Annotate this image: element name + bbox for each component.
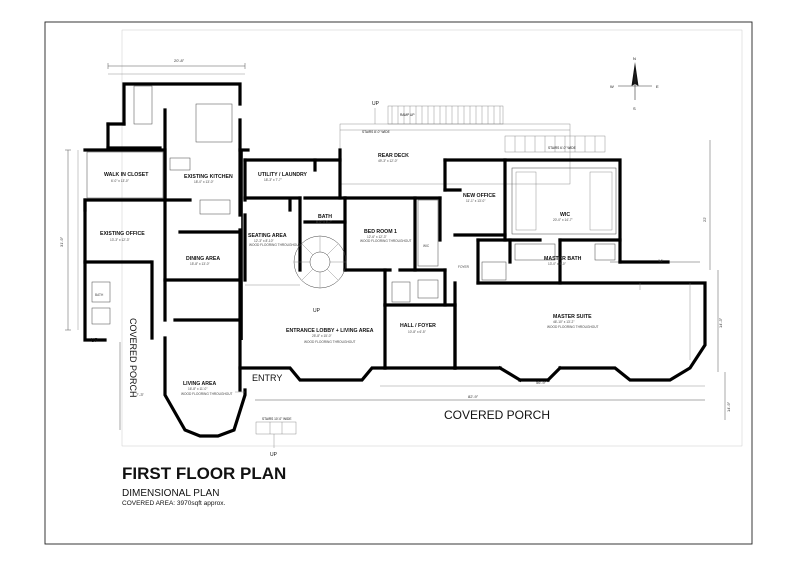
new-office-size: 11'-1" x 13'-0" <box>466 199 485 203</box>
covered-porch-side-label: COVERED PORCH <box>128 318 138 398</box>
bed-room-1-note: WOOD FLOORING THROUGHOUT <box>360 239 412 243</box>
stairs-right-label: STAIRS 6'-0" WIDE <box>548 146 576 150</box>
dining-area-size: 15'-8" x 13'-0" <box>190 262 210 266</box>
existing-kitchen-size: 18'-0" x 13'-0" <box>194 180 214 184</box>
dim-porch-side: 7'-3" <box>136 392 145 397</box>
bath-size: 8'-0" x 5'-7" <box>316 220 332 224</box>
sheet-border <box>44 21 753 545</box>
utility-laundry-label: UTILITY / LAUNDRY <box>258 172 308 178</box>
living-area-size: 16'-8" x 11'-0" <box>188 387 207 391</box>
master-suite-note: WOOD FLOORING THROUGHOUT <box>547 325 599 329</box>
compass-s: S <box>633 106 636 111</box>
covered-porch-main-label: COVERED PORCH <box>444 408 550 422</box>
walk-in-closet-label: WALK IN CLOSET <box>104 172 149 178</box>
master-suite-size: 46'-10" x 13'-2" <box>553 320 574 324</box>
bed-room-1-label: BED ROOM 1 <box>364 229 397 235</box>
interior-fixtures <box>86 85 691 393</box>
plan-area-note: COVERED AREA: 3970sqft approx. <box>122 500 226 507</box>
dim-overall-width: 82'-9" <box>468 394 479 399</box>
ramp-up-label: RAMP UP <box>400 113 414 117</box>
stairs-top-label: STAIRS 8'-0" WIDE <box>362 130 390 134</box>
dim-top-width: 20'-8" <box>174 58 185 63</box>
compass-w: W <box>610 84 614 89</box>
dim-porch-depth: 14'-9" <box>726 401 731 412</box>
bed-room-1-size: 12'-6" x 12'-3" <box>367 235 387 239</box>
utility-laundry-size: 18'-3" x 7'-7" <box>264 178 282 182</box>
dim-right-offset: 14' <box>658 258 663 263</box>
small-bath-label: BATH <box>95 293 104 297</box>
plan-title: FIRST FLOOR PLAN <box>122 464 286 483</box>
wic-size: 20'-0" x 14'-7" <box>553 218 573 222</box>
living-area-label: LIVING AREA <box>183 381 216 387</box>
up-left-label: UP <box>91 338 99 344</box>
dim-right-porch: 14'-3" <box>718 317 723 328</box>
master-suite-label: MASTER SUITE <box>553 314 592 320</box>
seating-area-note: WOOD FLOORING THROUGHOUT <box>249 243 301 247</box>
compass-n: N <box>633 56 636 61</box>
up-bottom-label: UP <box>270 452 278 458</box>
small-wic-label: WIC <box>423 244 430 248</box>
general-labels: COVERED PORCH COVERED PORCH ENTRY UP UP … <box>91 101 576 458</box>
entry-label: ENTRY <box>252 373 282 383</box>
new-office-label: NEW OFFICE <box>463 193 496 199</box>
dimension-labels: 20'-8" 31'-9" 14' 22' 14'-3" 14'-9" 7'-3… <box>59 58 731 412</box>
bath-label: BATH <box>318 214 332 220</box>
dimension-lines <box>65 63 726 430</box>
hall-foyer-size: 10'-8" x 6'-5" <box>408 330 426 334</box>
wic-label: WIC <box>560 212 570 218</box>
existing-kitchen-label: EXISTING KITCHEN <box>184 174 233 180</box>
seating-area-size: 12'-3" x 8'-10" <box>254 239 274 243</box>
room-labels: WALK IN CLOSET 6'-0" x 13'-0" EXISTING K… <box>95 153 599 396</box>
dim-suite-width: 56'-9" <box>536 380 547 385</box>
master-bath-label: MASTER BATH <box>544 256 582 262</box>
entrance-lobby-note: WOOD FLOORING THROUGHOUT <box>304 340 356 344</box>
compass-e: E <box>656 84 659 89</box>
exterior-walls <box>83 82 707 438</box>
hall-foyer-label: HALL / FOYER <box>400 323 436 329</box>
sheet-inner-border <box>121 29 743 447</box>
title-block: FIRST FLOOR PLAN DIMENSIONAL PLAN COVERE… <box>122 464 286 507</box>
dim-right-depth: 22' <box>702 217 707 222</box>
entrance-lobby-size: 25'-8" x 15'-0" <box>312 334 332 338</box>
plan-subtitle: DIMENSIONAL PLAN <box>122 488 219 499</box>
living-area-note: WOOD FLOORING THROUGHOUT <box>181 392 233 396</box>
rear-deck-stairs <box>255 105 606 448</box>
walk-in-closet-size: 6'-0" x 13'-0" <box>111 179 129 183</box>
dining-area-label: DINING AREA <box>186 256 220 262</box>
rear-deck-label: REAR DECK <box>378 153 409 159</box>
stairs-bottom-label: STAIRS 10'-0" WIDE <box>262 417 292 421</box>
north-arrow-icon: N E S W <box>610 56 659 111</box>
up-top-label: UP <box>372 101 380 107</box>
existing-office-label: EXISTING OFFICE <box>100 231 145 237</box>
seating-area-label: SEATING AREA <box>248 233 287 239</box>
rear-deck-size: 49'-3" x 12'-0" <box>378 159 398 163</box>
foyer-label: FOYER <box>458 265 470 269</box>
dim-left-depth: 31'-9" <box>59 236 64 247</box>
existing-office-size: 13'-3" x 12'-3" <box>110 238 130 242</box>
up-stairs-label: UP <box>313 308 321 314</box>
master-bath-size: 13'-0" x 8'-0" <box>548 262 566 266</box>
entrance-lobby-label: ENTRANCE LOBBY + LIVING AREA <box>286 328 374 334</box>
